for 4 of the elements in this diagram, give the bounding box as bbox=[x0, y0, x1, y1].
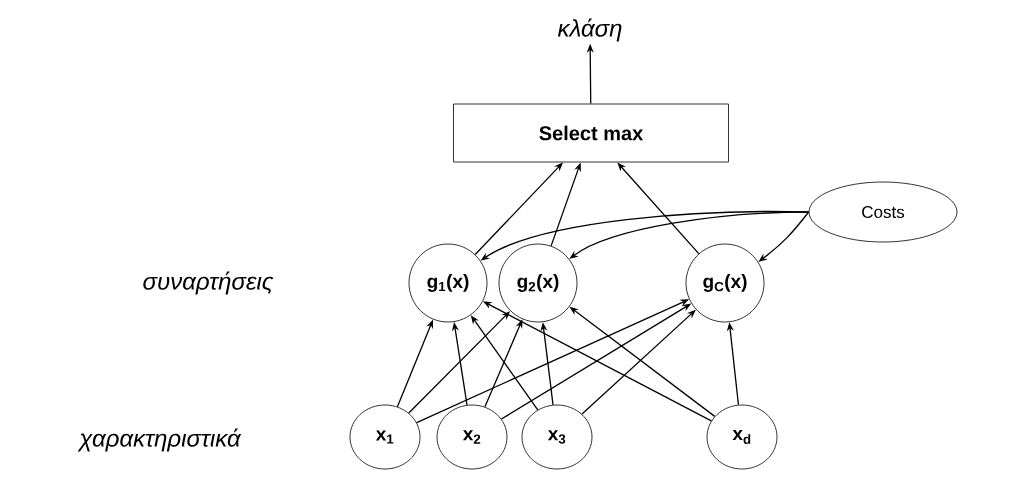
process-box: Select max bbox=[453, 103, 729, 163]
layer-label: συναρτήσεις bbox=[143, 271, 274, 295]
output-label: κλάση bbox=[557, 18, 622, 42]
layer-label: χαρακτηριστικά bbox=[77, 428, 242, 452]
